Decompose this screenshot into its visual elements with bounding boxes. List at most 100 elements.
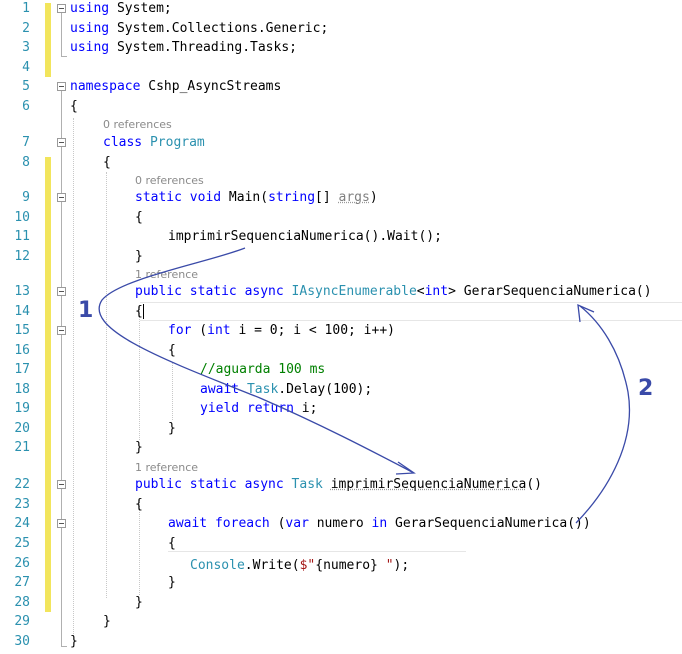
indent-guide bbox=[106, 172, 107, 598]
line-number: 13 bbox=[14, 284, 30, 299]
code-line-27[interactable]: } bbox=[168, 575, 176, 591]
line-number: 23 bbox=[14, 497, 30, 512]
code-line-10[interactable]: { bbox=[135, 210, 143, 226]
comment: //aguarda 100 ms bbox=[200, 362, 326, 377]
keyword: int bbox=[424, 284, 449, 299]
code-line-8[interactable]: { bbox=[103, 155, 111, 171]
code-line-12[interactable]: } bbox=[135, 249, 143, 265]
code-text: [] bbox=[315, 190, 339, 205]
collapse-toggle-icon[interactable] bbox=[57, 287, 66, 296]
codelens-references[interactable]: 1 reference bbox=[135, 268, 199, 281]
string-literal: " bbox=[377, 558, 394, 573]
code-text: { bbox=[70, 99, 78, 114]
line-number: 15 bbox=[14, 323, 30, 338]
outline-line bbox=[61, 56, 67, 57]
code-line-17[interactable]: //aguarda 100 ms bbox=[200, 362, 325, 378]
code-line-28[interactable]: } bbox=[135, 595, 143, 611]
code-line-6[interactable]: { bbox=[70, 99, 78, 115]
keyword: public static async bbox=[135, 284, 292, 299]
code-line-29[interactable]: } bbox=[103, 614, 111, 630]
keyword: in bbox=[371, 516, 388, 531]
code-text: Main( bbox=[221, 190, 269, 205]
current-line-highlight bbox=[168, 551, 466, 552]
line-number: 20 bbox=[14, 421, 30, 436]
code-text: } bbox=[103, 614, 111, 629]
arrow-1-path bbox=[98, 247, 413, 473]
code-line-21[interactable]: } bbox=[135, 440, 143, 456]
code-line-11[interactable]: imprimirSequenciaNumerica().Wait(); bbox=[168, 229, 442, 245]
code-line-3[interactable]: using System.Threading.Tasks; bbox=[70, 40, 297, 56]
code-text: imprimirSequenciaNumerica().Wait(); bbox=[168, 229, 442, 244]
collapse-toggle-icon[interactable] bbox=[57, 138, 66, 147]
line-number: 25 bbox=[14, 536, 30, 551]
code-line-7[interactable]: class Program bbox=[103, 135, 205, 151]
line-number: 26 bbox=[14, 556, 30, 571]
collapse-toggle-icon[interactable] bbox=[57, 193, 66, 202]
code-text: System.Threading.Tasks; bbox=[109, 40, 297, 55]
code-line-18[interactable]: await Task.Delay(100); bbox=[200, 382, 372, 398]
type-name: Task bbox=[239, 382, 279, 397]
code-line-24[interactable]: await foreach (var numero in GerarSequen… bbox=[168, 516, 591, 532]
line-number: 7 bbox=[22, 135, 30, 150]
code-line-15[interactable]: for (int i = 0; i < 100; i++) bbox=[168, 323, 395, 339]
code-line-20[interactable]: } bbox=[168, 421, 176, 437]
line-number: 29 bbox=[14, 614, 30, 629]
outline-line bbox=[61, 88, 62, 646]
keyword: using bbox=[70, 21, 110, 36]
arrow-2-head bbox=[577, 303, 595, 323]
code-line-2[interactable]: using System.Collections.Generic; bbox=[70, 21, 328, 37]
code-text: } bbox=[168, 421, 176, 436]
keyword: static bbox=[135, 190, 182, 205]
line-number: 14 bbox=[14, 304, 30, 319]
code-line-22[interactable]: public static async Task imprimirSequenc… bbox=[135, 477, 542, 493]
collapse-toggle-icon[interactable] bbox=[57, 519, 66, 528]
code-line-13[interactable]: public static async IAsyncEnumerable<int… bbox=[135, 284, 652, 300]
unused-parameter: args bbox=[338, 190, 370, 205]
line-number: 24 bbox=[14, 516, 30, 531]
code-line-5[interactable]: namespace Cshp_AsyncStreams bbox=[70, 79, 281, 95]
line-number: 12 bbox=[14, 249, 30, 264]
line-number: 18 bbox=[14, 382, 30, 397]
keyword: foreach bbox=[207, 516, 270, 531]
collapse-toggle-icon[interactable] bbox=[57, 480, 66, 489]
codelens-references[interactable]: 0 references bbox=[135, 174, 204, 187]
indent-guide bbox=[139, 305, 140, 440]
keyword: using bbox=[70, 1, 110, 16]
collapse-toggle-icon[interactable] bbox=[57, 326, 66, 335]
code-text: ( bbox=[191, 323, 208, 338]
change-marker bbox=[45, 3, 51, 77]
arrow-2-path bbox=[575, 305, 631, 524]
type-name: IAsyncEnumerable bbox=[291, 284, 417, 299]
code-line-23[interactable]: { bbox=[135, 497, 143, 513]
collapse-toggle-icon[interactable] bbox=[57, 82, 66, 91]
code-line-1[interactable]: using System; bbox=[70, 1, 172, 17]
line-number: 16 bbox=[14, 343, 30, 358]
code-line-19[interactable]: yield return i; bbox=[200, 401, 317, 417]
indent-guide bbox=[73, 118, 74, 636]
code-line-9[interactable]: static void Main(string[] args) bbox=[135, 190, 378, 206]
code-line-30[interactable]: } bbox=[70, 634, 78, 650]
line-number: 2 bbox=[22, 21, 30, 36]
code-text: Cshp_AsyncStreams bbox=[140, 79, 282, 94]
collapse-toggle-icon[interactable] bbox=[57, 4, 66, 13]
code-line-25[interactable]: { bbox=[168, 536, 176, 552]
string-literal: $" bbox=[299, 558, 316, 573]
code-line-26[interactable]: Console.Write($"{numero} "); bbox=[190, 558, 409, 574]
keyword: string bbox=[268, 190, 316, 205]
code-text: } bbox=[70, 634, 78, 649]
indent-guide bbox=[139, 500, 140, 595]
line-number: 6 bbox=[22, 99, 30, 114]
code-line-14[interactable]: { bbox=[135, 304, 143, 320]
codelens-references[interactable]: 1 reference bbox=[135, 461, 199, 474]
line-number: 17 bbox=[14, 362, 30, 377]
code-text: {numero} bbox=[315, 558, 378, 573]
code-text: i = 0; i < 100; i++) bbox=[230, 323, 395, 338]
code-text: GerarSequenciaNumerica()) bbox=[387, 516, 591, 531]
codelens-references[interactable]: 0 references bbox=[103, 118, 172, 131]
current-line-highlight bbox=[140, 320, 682, 321]
method-name: imprimirSequenciaNumerica bbox=[330, 477, 527, 492]
line-number: 5 bbox=[22, 79, 30, 94]
code-line-16[interactable]: { bbox=[168, 343, 176, 359]
code-text: { bbox=[135, 497, 143, 512]
